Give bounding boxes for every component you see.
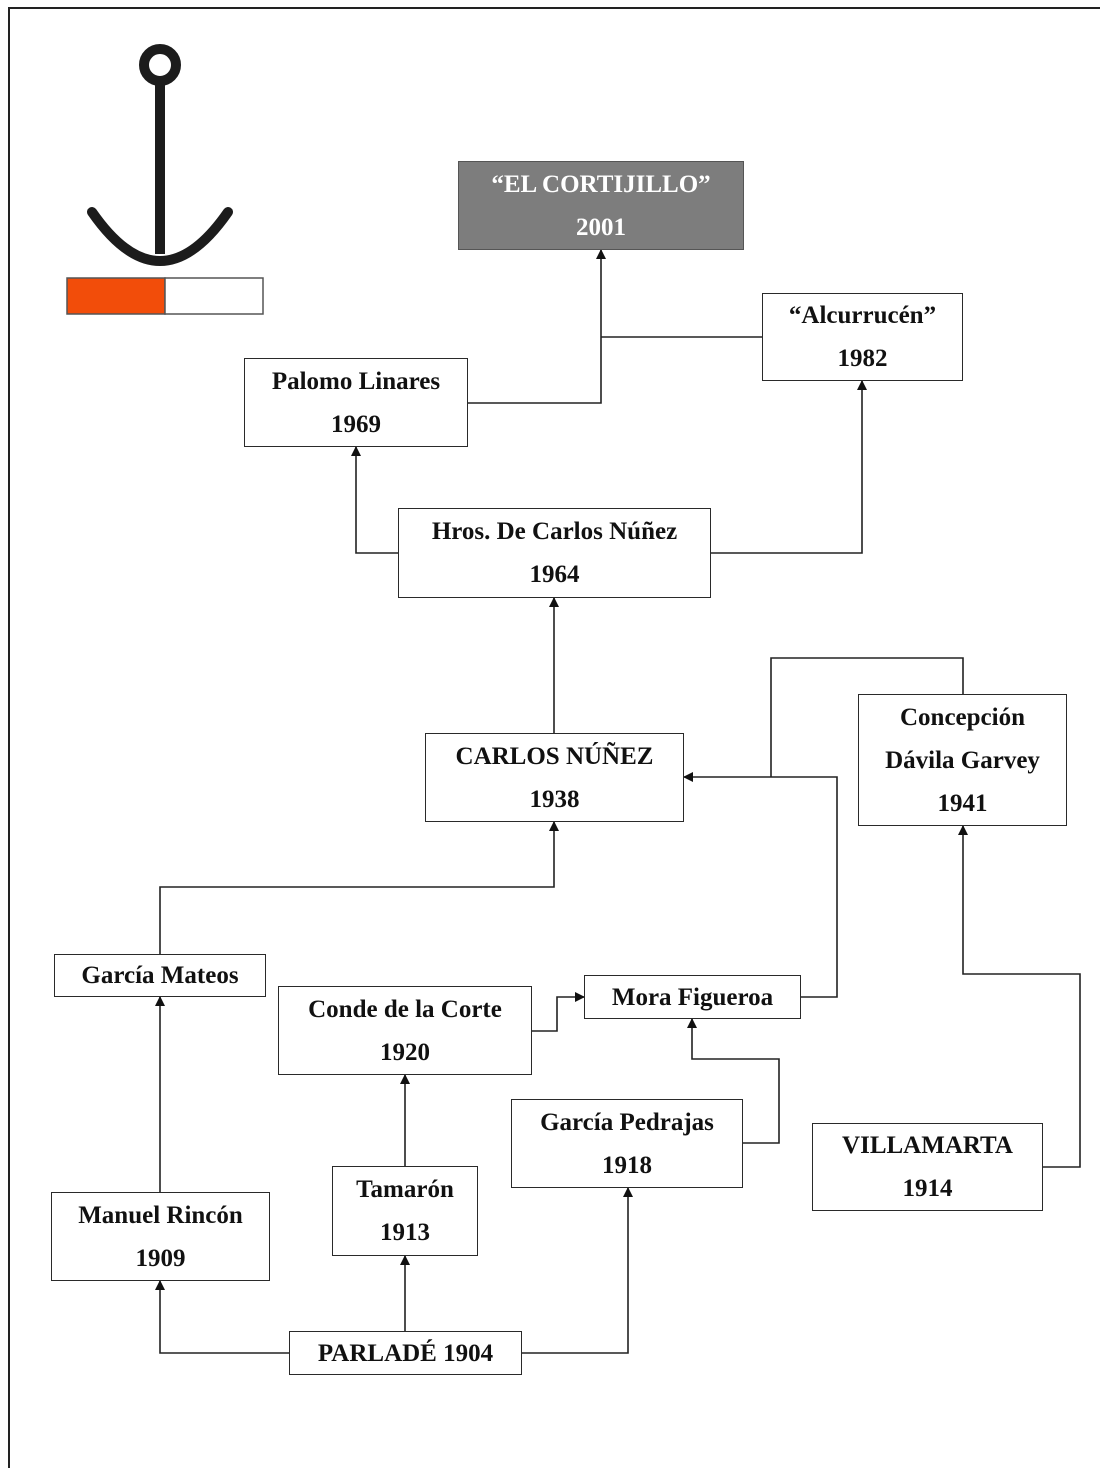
anchor-icon <box>87 44 233 266</box>
node-villamarta: VILLAMARTA 1914 <box>812 1123 1043 1211</box>
edge-conde-to-mora <box>532 992 585 1032</box>
node-palomo-linares-year: 1969 <box>331 410 381 438</box>
edge-parlade-to-pedrajas <box>522 1187 633 1354</box>
node-concepcion-line1: Concepción <box>900 703 1025 731</box>
node-concepcion-year: 1941 <box>937 789 988 817</box>
node-alcurrucen-year: 1982 <box>837 345 888 372</box>
node-garcia-pedrajas: García Pedrajas 1918 <box>511 1099 743 1188</box>
node-alcurrucen: “Alcurrucén” 1982 <box>762 293 963 381</box>
edge-pedrajas-to-mora <box>687 1018 780 1144</box>
edge-concepcion-to-carlos <box>770 657 964 777</box>
edge-hros-to-palomo <box>351 446 398 554</box>
node-tamaron: Tamarón 1913 <box>332 1166 478 1256</box>
node-garcia-mateos-name: García Mateos <box>81 962 239 989</box>
node-garcia-pedrajas-name: García Pedrajas <box>540 1108 714 1136</box>
node-hros-carlos-nunez-year: 1964 <box>529 561 580 588</box>
page-frame <box>8 7 1100 1468</box>
node-carlos-nunez-year: 1938 <box>529 785 580 813</box>
node-concepcion-davila-garvey: Concepción Dávila Garvey 1941 <box>858 694 1067 826</box>
node-alcurrucen-name: “Alcurrucén” <box>788 302 937 329</box>
node-conde-de-la-corte-name: Conde de la Corte <box>308 995 502 1023</box>
node-el-cortijillo-year: 2001 <box>576 213 626 241</box>
edge-garcia-mateos-to-carlos <box>159 821 559 954</box>
edge-palomo-to-root <box>468 249 606 404</box>
node-concepcion-line2: Dávila Garvey <box>885 746 1040 774</box>
node-villamarta-name: VILLAMARTA <box>842 1132 1013 1159</box>
node-palomo-linares-name: Palomo Linares <box>271 367 441 395</box>
edge-villamarta-to-concepcion <box>958 825 1081 1168</box>
node-manuel-rincon-name: Manuel Rincón <box>78 1201 243 1229</box>
node-hros-carlos-nunez: Hros. De Carlos Núñez 1964 <box>398 508 711 598</box>
node-mora-figueroa-name: Mora Figueroa <box>611 983 774 1011</box>
edge-parlade-to-rincon <box>155 1280 289 1354</box>
node-mora-figueroa: Mora Figueroa <box>584 975 801 1019</box>
node-hros-carlos-nunez-name: Hros. De Carlos Núñez <box>431 518 678 545</box>
color-bar <box>66 277 264 315</box>
node-palomo-linares: Palomo Linares 1969 <box>244 358 468 447</box>
node-villamarta-year: 1914 <box>902 1175 953 1202</box>
node-parlade-name: PARLADÉ 1904 <box>317 1339 494 1367</box>
node-el-cortijillo-name: “EL CORTIJILLO” <box>491 170 711 198</box>
node-manuel-rincon-year: 1909 <box>135 1244 186 1272</box>
node-garcia-mateos: García Mateos <box>54 954 266 997</box>
node-conde-de-la-corte-year: 1920 <box>380 1038 430 1066</box>
node-tamaron-year: 1913 <box>380 1219 430 1246</box>
edge-mora-to-carlos <box>683 772 838 998</box>
node-el-cortijillo: “EL CORTIJILLO” 2001 <box>458 161 744 250</box>
node-carlos-nunez-name: CARLOS NÚÑEZ <box>455 742 654 770</box>
node-parlade: PARLADÉ 1904 <box>289 1331 522 1375</box>
node-garcia-pedrajas-year: 1918 <box>602 1151 652 1179</box>
node-carlos-nunez: CARLOS NÚÑEZ 1938 <box>425 733 684 822</box>
edge-hros-to-alcurrucen <box>711 380 867 554</box>
node-conde-de-la-corte: Conde de la Corte 1920 <box>278 986 532 1075</box>
node-manuel-rincon: Manuel Rincón 1909 <box>51 1192 270 1281</box>
node-tamaron-name: Tamarón <box>356 1176 454 1203</box>
